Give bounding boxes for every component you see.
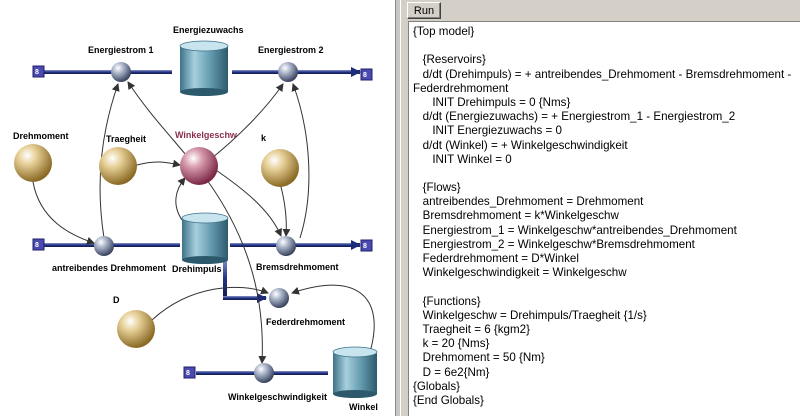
reservoir-energiezuwachs[interactable] xyxy=(179,40,229,96)
code-line: {Flows} xyxy=(413,181,461,195)
label-k: k xyxy=(261,133,267,143)
code-line: Energiestrom_2 = Winkelgeschw*Bremsdrehm… xyxy=(413,237,695,251)
code-line: {Functions} xyxy=(413,294,481,308)
code-line: {End Globals} xyxy=(413,393,484,407)
code-line xyxy=(413,167,800,181)
source-icon[interactable] xyxy=(32,238,45,251)
valve-federdrehmoment[interactable] xyxy=(269,288,289,308)
model-diagram: 8 8 8 8 8 xyxy=(13,25,378,412)
code-line: k = 20 {Nms} xyxy=(413,337,490,351)
aux-drehmoment[interactable] xyxy=(14,144,52,182)
label-federdrehmoment: Federdrehmoment xyxy=(266,317,345,327)
connector-winkelgeschw-es1 xyxy=(127,81,187,156)
valve-bremsdrehmoment[interactable] xyxy=(276,236,296,256)
label-winkelgeschw: Winkelgeschw xyxy=(175,130,238,140)
label-winkelgeschwindigkeit: Winkelgeschwindigkeit xyxy=(228,392,327,402)
equation-editor-pane: Run {Top model} {Reservoirs} d/dt (Drehi… xyxy=(401,0,800,416)
valve-winkelgeschwindigkeit[interactable] xyxy=(254,363,274,383)
pipe-federdrehmoment xyxy=(223,296,263,300)
label-drehimpuls: Drehimpuls xyxy=(172,264,222,274)
svg-text:8: 8 xyxy=(35,242,39,249)
code-line: d/dt (Drehimpuls) = + antreibendes_Drehm… xyxy=(413,67,795,95)
svg-text:8: 8 xyxy=(363,72,367,79)
code-line: Winkelgeschwindigkeit = Winkelgeschw xyxy=(413,266,627,280)
code-line: Winkelgeschw = Drehimpuls/Traegheit {1/s… xyxy=(413,308,647,322)
connector-winkelgeschw-es2 xyxy=(211,83,284,159)
code-line: INIT Drehimpuls = 0 {Nms} xyxy=(413,95,571,109)
label-traegheit: Traegheit xyxy=(106,134,146,144)
code-line: Bremsdrehmoment = k*Winkelgeschw xyxy=(413,209,619,223)
code-line: d/dt (Energiezuwachs) = + Energiestrom_1… xyxy=(413,110,736,124)
aux-d[interactable] xyxy=(117,310,155,348)
editor-toolbar: Run xyxy=(401,0,800,20)
equation-text-area[interactable]: {Top model} {Reservoirs} d/dt (Drehimpul… xyxy=(408,21,800,416)
reservoir-drehimpuls[interactable] xyxy=(181,212,229,264)
code-line: {Reservoirs} xyxy=(413,53,486,67)
connectors xyxy=(32,81,375,364)
code-line: Energiestrom_1 = Winkelgeschw*antreibend… xyxy=(413,223,737,237)
aux-k[interactable] xyxy=(261,149,299,187)
aux-traegheit[interactable] xyxy=(99,147,137,185)
svg-text:8: 8 xyxy=(35,69,39,76)
label-drehmoment: Drehmoment xyxy=(13,131,69,141)
code-line: D = 6e2{Nm} xyxy=(413,365,490,379)
code-line xyxy=(413,39,800,53)
connector-winkel-feder xyxy=(291,284,375,353)
label-d: D xyxy=(113,295,120,305)
pane-splitter[interactable] xyxy=(395,0,401,416)
code-line: {Top model} xyxy=(413,25,475,38)
run-button[interactable]: Run xyxy=(407,2,441,19)
svg-text:8: 8 xyxy=(363,243,367,250)
pipe-federdrehmoment-down xyxy=(223,258,227,298)
source-icon[interactable] xyxy=(32,65,45,78)
code-line: Traegheit = 6 {kgm2} xyxy=(413,322,530,336)
aux-winkelgeschw[interactable] xyxy=(180,147,218,185)
diagram-canvas[interactable]: 8 8 8 8 8 xyxy=(0,0,395,416)
code-line: Federdrehmoment = D*Winkel xyxy=(413,252,579,266)
code-line: d/dt (Winkel) = + Winkelgeschwindigkeit xyxy=(413,138,628,152)
code-line: {Globals} xyxy=(413,379,461,393)
connector-d-feder xyxy=(151,286,269,321)
label-winkel: Winkel xyxy=(349,402,378,412)
valve-antreibendes-drehmoment[interactable] xyxy=(94,236,114,256)
label-energiestrom-1: Energiestrom 1 xyxy=(88,45,154,55)
reservoir-winkel[interactable] xyxy=(332,346,378,398)
connector-bremsdrehmoment-es2 xyxy=(291,83,310,239)
source-sink-icons: 8 8 8 8 8 xyxy=(32,65,373,379)
svg-text:8: 8 xyxy=(186,370,190,377)
connector-winkelgeschw-winkelgeschwindigkeit xyxy=(206,179,267,364)
connector-winkelgeschw-brems xyxy=(212,167,282,237)
connector-drehimpuls-winkelgeschw xyxy=(175,177,186,221)
valve-energiestrom-1[interactable] xyxy=(111,62,131,82)
code-line: INIT Energiezuwachs = 0 xyxy=(413,124,562,138)
sink-icon[interactable] xyxy=(360,68,373,81)
connector-traegheit-winkelgeschw xyxy=(136,159,181,168)
label-energiestrom-2: Energiestrom 2 xyxy=(258,45,324,55)
label-bremsdrehmoment: Bremsdrehmoment xyxy=(256,262,339,272)
code-line: antreibendes_Drehmoment = Drehmoment xyxy=(413,195,644,209)
code-line: Drehmoment = 50 {Nm} xyxy=(413,351,545,365)
sink-icon[interactable] xyxy=(360,239,373,252)
connector-drehmoment-antreibendes xyxy=(32,181,95,245)
pipe-energiestrom-1 xyxy=(44,70,172,74)
code-line: INIT Winkel = 0 xyxy=(413,152,512,166)
label-antreibendes-drehmoment: antreibendes Drehmoment xyxy=(52,263,166,273)
label-energiezuwachs: Energiezuwachs xyxy=(173,25,244,35)
source-icon[interactable] xyxy=(183,366,196,379)
valve-energiestrom-2[interactable] xyxy=(278,62,298,82)
code-line xyxy=(413,280,800,294)
connector-k-brems xyxy=(279,182,291,237)
